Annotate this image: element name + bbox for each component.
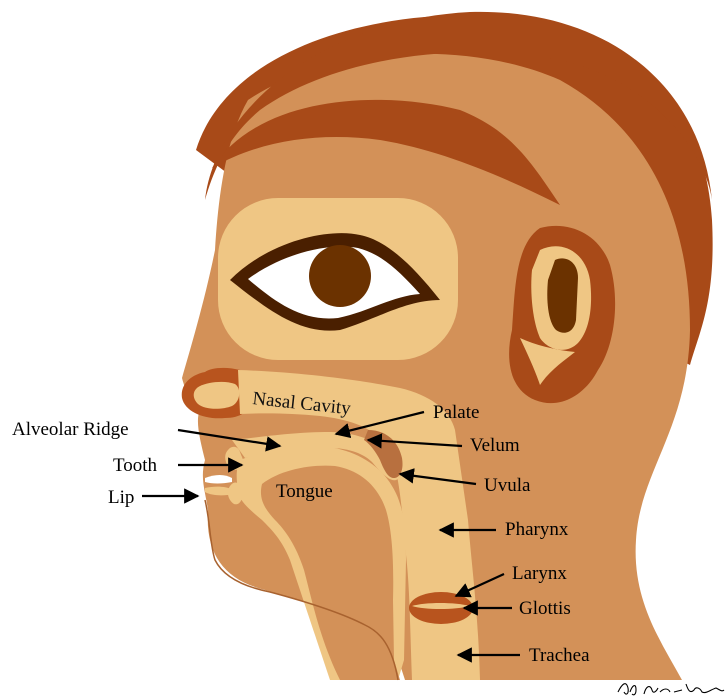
label-alveolar-ridge: Alveolar Ridge — [12, 419, 129, 440]
label-uvula: Uvula — [484, 475, 531, 496]
label-velum: Velum — [470, 435, 520, 456]
label-palate: Palate — [433, 402, 479, 423]
label-lip: Lip — [108, 487, 134, 508]
ear-canal — [547, 258, 578, 332]
label-tooth: Tooth — [113, 455, 158, 476]
label-trachea: Trachea — [529, 645, 590, 666]
nostril-inner — [194, 382, 240, 409]
label-tongue: Tongue — [276, 481, 333, 502]
label-glottis: Glottis — [519, 598, 571, 619]
artist-signature — [618, 684, 724, 695]
label-larynx: Larynx — [512, 563, 567, 584]
iris — [309, 245, 371, 307]
label-pharynx: Pharynx — [505, 519, 569, 540]
